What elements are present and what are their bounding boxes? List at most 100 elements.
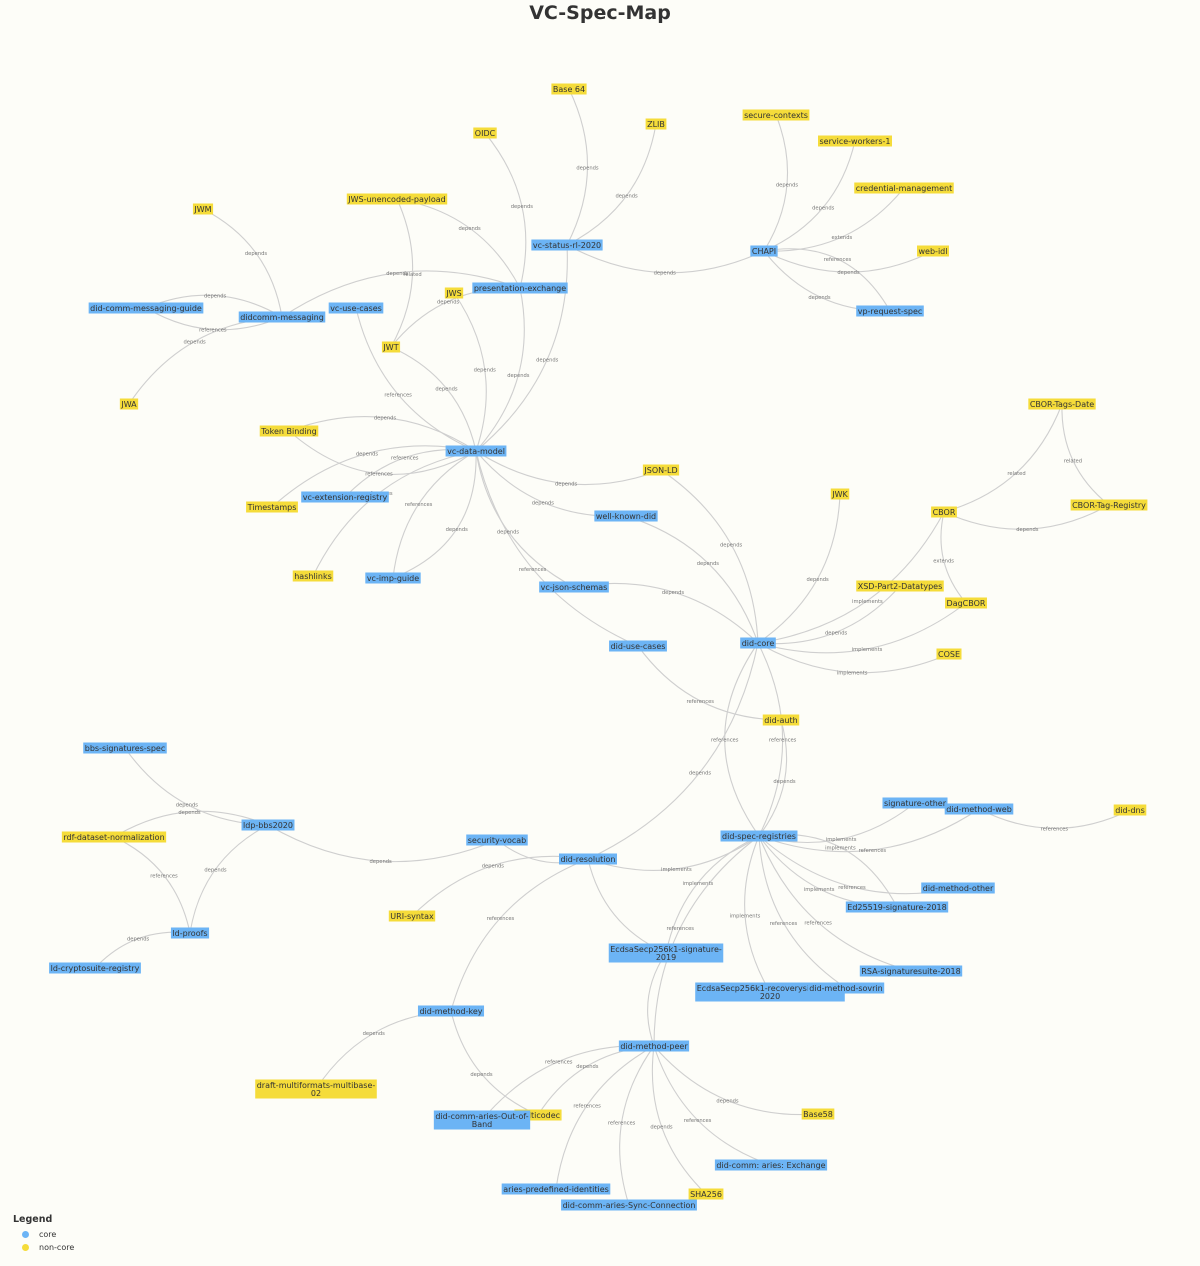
edge-label: depends <box>511 204 534 210</box>
edge-ldpbbs-ldproofs <box>189 824 269 934</box>
node-tokenbinding[interactable]: Token Binding <box>259 425 319 437</box>
node-multicodec[interactable]: multicodec <box>514 1109 562 1121</box>
node-jwsunenc[interactable]: JWS-unencoded-payload <box>346 193 448 205</box>
node-box <box>1028 398 1096 410</box>
edge-didpeer-syncconn <box>619 1045 655 1206</box>
node-label: did-comm: aries: Exchange <box>716 1161 825 1170</box>
node-oob[interactable]: did-comm-aries-Out-of-Band <box>433 1110 531 1130</box>
node-didcommmsg[interactable]: didcomm-messaging <box>238 311 326 323</box>
node-label: JWS <box>445 289 461 298</box>
node-hashlinks[interactable]: hashlinks <box>292 570 334 582</box>
node-didweb[interactable]: did-method-web <box>944 803 1014 815</box>
node-credmgmt[interactable]: credential-management <box>854 182 954 194</box>
node-vcjson[interactable]: vc-json-schemas <box>539 581 609 593</box>
node-jsonld[interactable]: JSON-LD <box>642 464 680 476</box>
node-vcext[interactable]: vc-extension-registry <box>301 491 389 503</box>
edge-label: depends <box>808 295 831 301</box>
node-cbor[interactable]: CBOR <box>931 506 957 518</box>
node-oidc[interactable]: OIDC <box>473 127 497 139</box>
node-secprec[interactable]: EcdsaSecp256k1-recoverysignature-2020 <box>695 982 845 1002</box>
node-pe[interactable]: presentation-exchange <box>472 282 568 294</box>
node-didkey[interactable]: did-method-key <box>417 1005 485 1017</box>
node-vprequest[interactable]: vp-request-spec <box>856 305 924 317</box>
node-vcimp[interactable]: vc-imp-guide <box>365 572 421 584</box>
node-zlib[interactable]: ZLIB <box>645 118 667 130</box>
node-jwm[interactable]: JWM <box>192 203 214 215</box>
node-webidl[interactable]: web-idl <box>917 245 949 257</box>
edge-label: related <box>1064 458 1082 464</box>
node-didusecases[interactable]: did-use-cases <box>609 640 667 652</box>
edge-didspecreg-didcore <box>757 642 784 837</box>
edge-label: depends <box>374 416 397 422</box>
node-didother[interactable]: did-method-other <box>921 882 995 894</box>
node-chapi[interactable]: CHAPI <box>750 245 778 257</box>
node-vcusecases[interactable]: vc-use-cases <box>328 302 384 314</box>
edge-label: references <box>391 456 419 462</box>
node-base64[interactable]: Base 64 <box>551 83 587 95</box>
edge-didspecreg-secp2019 <box>665 835 760 954</box>
node-didres[interactable]: did-resolution <box>559 853 617 865</box>
node-sha256[interactable]: SHA256 <box>688 1188 724 1200</box>
node-jwa[interactable]: JWA <box>119 398 139 410</box>
node-cbortagreg[interactable]: CBOR-Tag-Registry <box>1070 499 1148 511</box>
node-label: did-method-peer <box>620 1042 688 1051</box>
nodes-layer: Base 64 ZLIB OIDC secure-contexts service-wo… <box>49 83 1148 1211</box>
node-cbortagsdate[interactable]: CBOR-Tags-Date <box>1028 398 1096 410</box>
node-box <box>170 927 210 939</box>
node-diddns[interactable]: did-dns <box>1113 804 1147 816</box>
node-sigother[interactable]: signature-other <box>882 797 948 809</box>
node-ed25519[interactable]: Ed25519-signature-2018 <box>845 901 949 913</box>
node-didcommguide[interactable]: did-comm-messaging-guide <box>88 302 204 314</box>
edge-didcommguide-didcommmsg <box>145 307 283 331</box>
node-bbssig[interactable]: bbs-signatures-spec <box>83 742 167 754</box>
node-box <box>192 203 214 215</box>
node-base58[interactable]: Base58 <box>801 1108 835 1120</box>
node-predef[interactable]: aries-predefined-identities <box>501 1183 611 1195</box>
node-didspecreg[interactable]: did-spec-registries <box>720 830 798 842</box>
node-rsasig[interactable]: RSA-signaturesuite-2018 <box>859 965 963 977</box>
node-jwk[interactable]: JWK <box>830 488 850 500</box>
node-exchange[interactable]: did-comm: aries: Exchange <box>714 1159 828 1171</box>
edge-didcore-cose <box>757 642 950 674</box>
node-label: credential-management <box>856 184 952 193</box>
node-box <box>695 982 845 1002</box>
node-syncconn[interactable]: did-comm-aries-Sync-Connection <box>561 1199 697 1211</box>
node-didcore[interactable]: did-core <box>740 637 776 649</box>
node-vcstatus[interactable]: vc-status-rl-2020 <box>531 239 603 251</box>
edge-label: depends <box>776 183 799 189</box>
node-jws[interactable]: JWS <box>444 287 464 299</box>
edge-label: related <box>1007 471 1025 477</box>
node-box <box>856 305 924 317</box>
node-sw1[interactable]: service-workers-1 <box>818 135 892 147</box>
node-ldcrypto[interactable]: ld-cryptosuite-registry <box>49 962 141 974</box>
edge-label: references <box>769 737 797 743</box>
node-vcdm[interactable]: vc-data-model <box>445 445 507 457</box>
node-secp2019[interactable]: EcdsaSecp256k1-signature-2019 <box>608 943 724 963</box>
node-secure[interactable]: secure-contexts <box>742 109 810 121</box>
node-label: vc-extension-registry <box>303 493 388 502</box>
node-rdfnorm[interactable]: rdf-dataset-normalization <box>61 831 167 843</box>
node-box <box>238 311 326 323</box>
node-jwt[interactable]: JWT <box>381 341 401 353</box>
node-timestamps[interactable]: Timestamps <box>246 501 298 513</box>
node-didpeer[interactable]: did-method-peer <box>618 1040 690 1052</box>
node-wellknown[interactable]: well-known-did <box>594 510 658 522</box>
node-dagcbor[interactable]: DagCBOR <box>945 597 987 609</box>
node-box <box>514 1109 562 1121</box>
node-ldproofs[interactable]: ld-proofs <box>170 927 210 939</box>
node-box <box>750 245 778 257</box>
node-box <box>618 1040 690 1052</box>
node-box <box>945 597 987 609</box>
node-label: web-idl <box>919 247 948 256</box>
node-xsd[interactable]: XSD-Part2-Datatypes <box>856 580 944 592</box>
node-urisyntax[interactable]: URI-syntax <box>388 910 436 922</box>
node-cose[interactable]: COSE <box>936 648 962 660</box>
edge-pe-didcommmsg <box>281 270 521 318</box>
node-label: COSE <box>938 650 960 659</box>
node-didauth[interactable]: did-auth <box>762 714 800 726</box>
node-sovrin[interactable]: did-method-sovrin <box>807 982 885 994</box>
node-multibase[interactable]: draft-multiformats-multibase-02 <box>255 1079 377 1099</box>
node-ldpbbs[interactable]: ldp-bbs2020 <box>241 819 295 831</box>
node-secvocab[interactable]: security-vocab <box>466 834 528 846</box>
